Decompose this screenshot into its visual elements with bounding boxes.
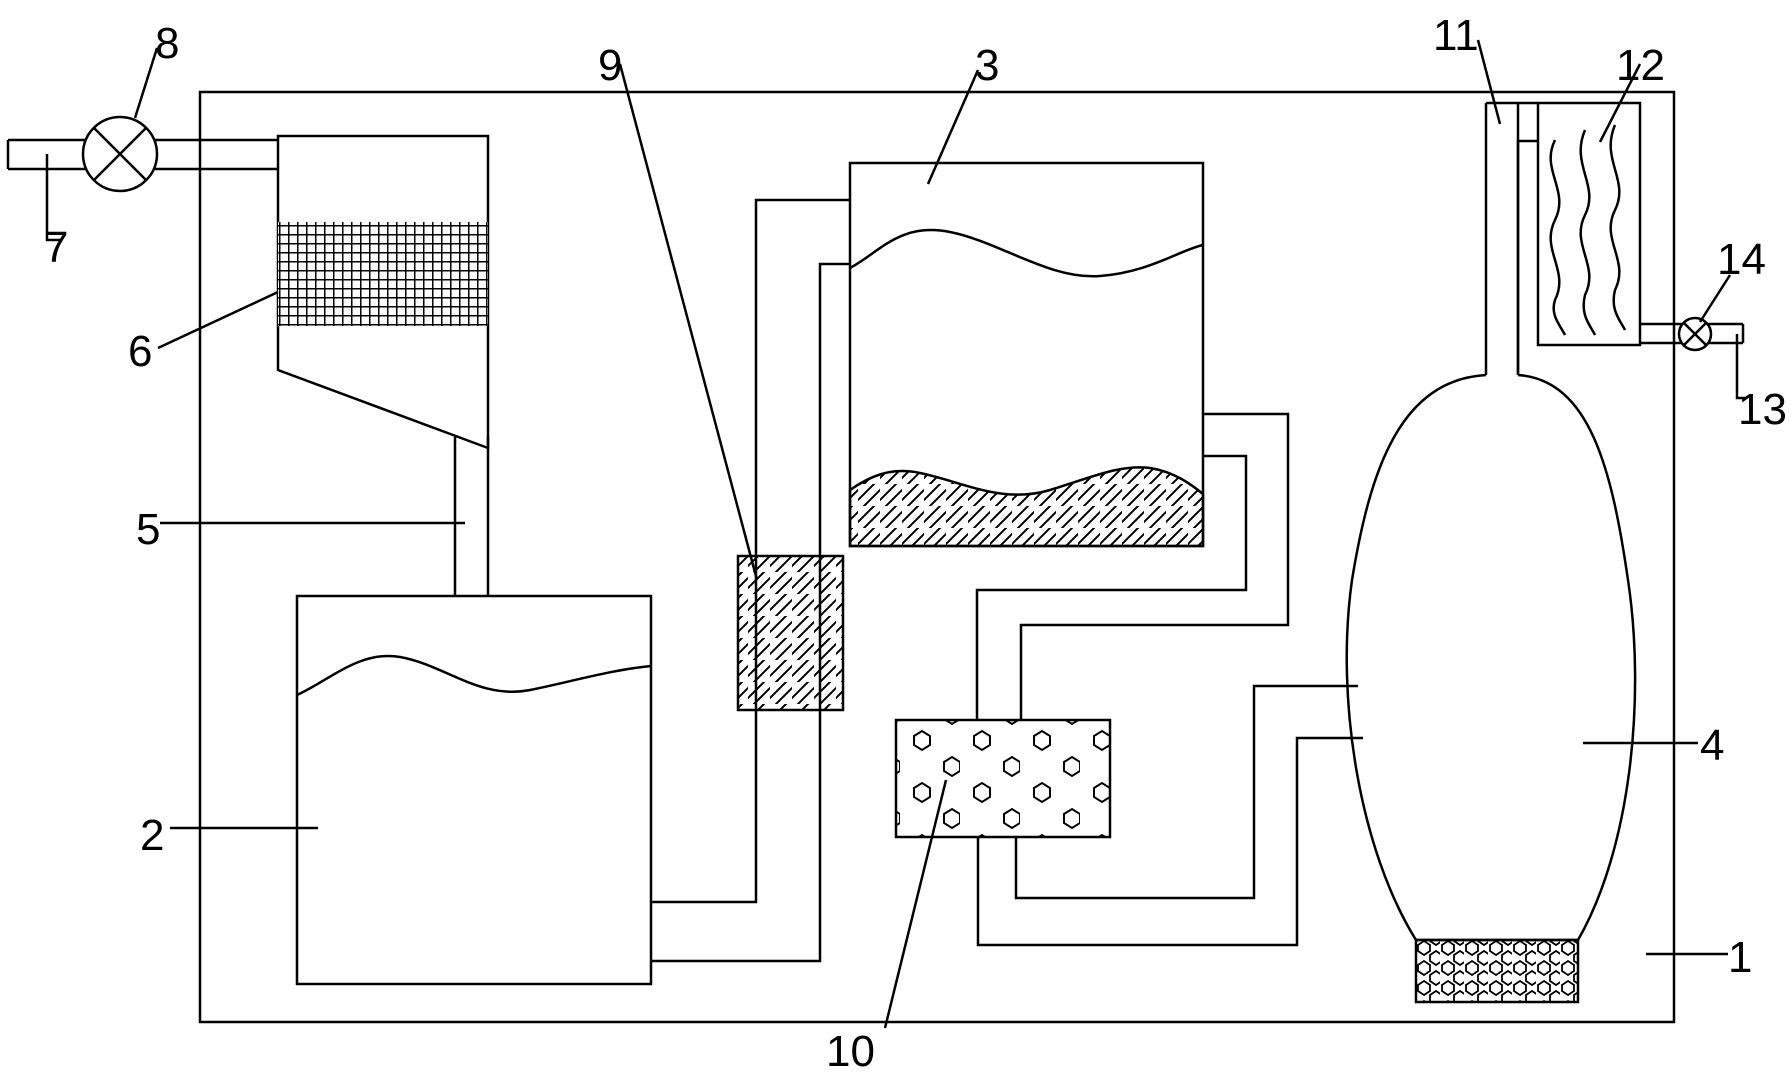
tank-2 [295,594,653,986]
callout-8: 8 [155,19,179,68]
leader-line-3 [926,69,980,185]
vessel-4 [1345,103,1637,942]
outer-frame [198,90,1676,1024]
filter-mesh [278,222,488,326]
callout-2: 2 [140,811,164,860]
vessel-4-base-mesh [1414,938,1580,1004]
gas-pipe-11 [1486,101,1538,375]
leader-line-11 [1476,39,1502,125]
leader-line-7 [45,154,60,242]
callout-9: 9 [598,41,622,90]
leader-line-8 [133,47,159,119]
filter-block-9 [736,554,845,712]
callout-13: 13 [1738,385,1787,434]
callout-5: 5 [136,505,160,554]
pipe-tank2-tank3-outer [651,198,850,904]
module-10 [894,718,1112,839]
leader-line-6 [157,290,279,350]
outlet-valve [1677,316,1713,352]
callout-1: 1 [1728,933,1752,982]
leader-line-13 [1735,334,1745,400]
callout-10: 10 [826,1027,875,1073]
leader-line-14 [1698,274,1732,323]
callout-11: 11 [1433,11,1479,60]
down-pipe [453,437,490,596]
leader-line-9 [618,63,759,581]
callout-7: 7 [44,223,68,272]
pipe-module-vessel-upper [1014,684,1358,900]
leader-line-12 [1598,63,1642,143]
tank-2-liquid-surface [296,654,652,697]
callout-6: 6 [128,327,152,376]
callout-14: 14 [1717,235,1766,284]
tank-3-sediment [848,466,1205,548]
tank-3-liquid-surface [849,228,1204,278]
pipe-tank3-module-inner [975,454,1248,720]
callout-12: 12 [1616,41,1665,90]
leader-line-10 [883,779,948,1029]
callout-3: 3 [975,41,999,90]
callout-4: 4 [1700,721,1724,770]
pipe-module-vessel-lower [976,736,1363,947]
condenser-coils [1549,124,1627,336]
pipe-tank3-module-outer [1019,412,1290,720]
inlet-valve [81,115,159,193]
condenser-12 [1536,101,1642,347]
